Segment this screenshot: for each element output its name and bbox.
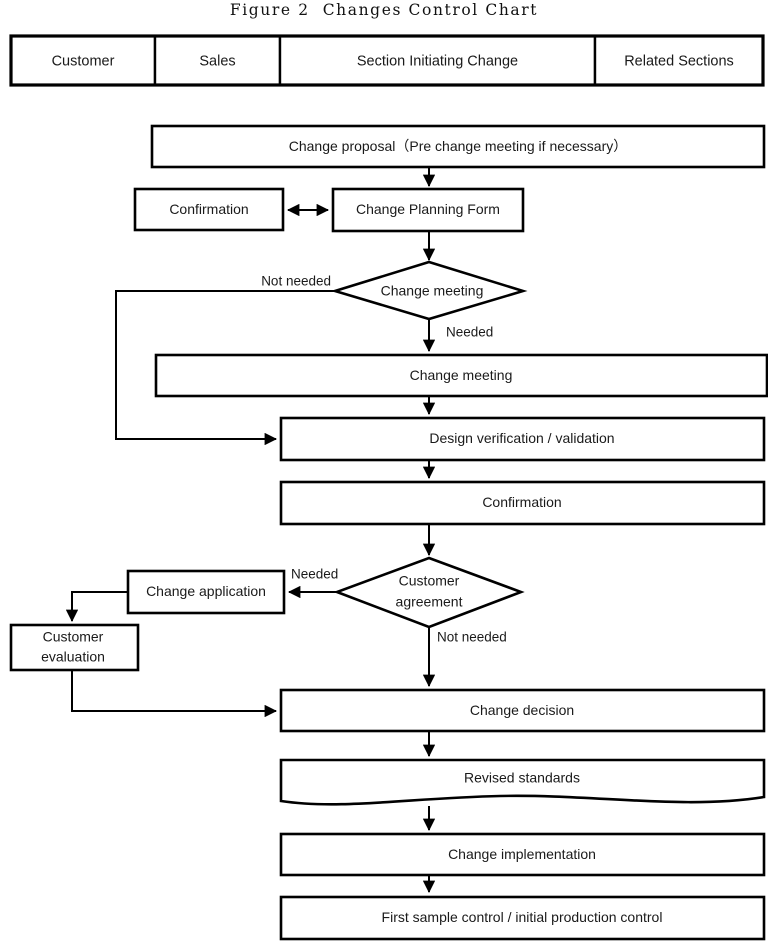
- node-revised-standards[interactable]: Revised standards: [279, 758, 766, 806]
- connector-layer: [65, 167, 436, 893]
- node-customer-evaluation-label-line1: Customer: [43, 629, 104, 645]
- node-change-proposal-label: Change proposal（Pre change meeting if ne…: [289, 138, 628, 154]
- node-change-decision[interactable]: Change decision: [279, 688, 766, 733]
- node-change-implementation-label: Change implementation: [448, 846, 596, 862]
- edge-label-layer: Not needed Needed Needed Not needed: [261, 274, 507, 645]
- header-label-sales: Sales: [199, 53, 235, 69]
- edge-label-not-needed-agreement: Not needed: [437, 630, 507, 645]
- header-cell-sales: [153, 34, 282, 87]
- edge-label-not-needed-meeting: Not needed: [261, 274, 331, 289]
- node-change-planning-form-label: Change Planning Form: [356, 201, 500, 217]
- header-label-customer: Customer: [52, 53, 115, 69]
- node-change-application[interactable]: Change application: [126, 569, 286, 615]
- figure-title: Figure 2 Changes Control Chart: [229, 1, 539, 19]
- node-customer-evaluation[interactable]: Customer evaluation: [9, 623, 140, 672]
- header-label-section-initiating-change: Section Initiating Change: [357, 53, 518, 69]
- node-change-meeting-label: Change meeting: [410, 367, 513, 383]
- node-change-planning-form[interactable]: Change Planning Form: [331, 187, 525, 233]
- node-first-sample-control[interactable]: First sample control / initial productio…: [279, 895, 766, 941]
- node-decision-change-meeting-label: Change meeting: [381, 283, 484, 299]
- node-confirmation-mid-label: Confirmation: [482, 494, 561, 510]
- edge-label-needed-meeting: Needed: [446, 325, 493, 340]
- connector-not-needed-loop-to-design-verification: [115, 290, 335, 446]
- node-revised-standards-label: Revised standards: [464, 770, 580, 786]
- header-cell-section-initiating-change: [278, 34, 597, 87]
- node-confirmation-top[interactable]: Confirmation: [133, 187, 285, 232]
- node-decision-customer-agreement-label-line1: Customer: [399, 573, 460, 589]
- node-design-verification-label: Design verification / validation: [429, 430, 614, 446]
- node-customer-evaluation-label-line2: evaluation: [41, 649, 105, 665]
- header-outer-border: [9, 34, 765, 87]
- node-decision-customer-agreement[interactable]: Customer agreement: [333, 556, 525, 629]
- node-decision-change-meeting[interactable]: Change meeting: [330, 260, 528, 321]
- node-design-verification[interactable]: Design verification / validation: [279, 416, 766, 462]
- node-change-decision-label: Change decision: [470, 702, 574, 718]
- node-change-meeting[interactable]: Change meeting: [154, 353, 768, 398]
- node-first-sample-control-label: First sample control / initial productio…: [382, 909, 663, 925]
- connector-change-application-to-customer-evaluation: [65, 591, 128, 622]
- node-confirmation-mid[interactable]: Confirmation: [279, 480, 766, 526]
- connector-customer-evaluation-to-change-decision: [71, 670, 277, 718]
- header-label-related-sections: Related Sections: [624, 53, 734, 69]
- node-change-proposal[interactable]: Change proposal（Pre change meeting if ne…: [150, 124, 766, 169]
- edge-label-needed-agreement: Needed: [291, 567, 338, 582]
- node-change-application-label: Change application: [146, 583, 266, 599]
- node-change-implementation[interactable]: Change implementation: [279, 832, 766, 877]
- swimlane-header: Customer Sales Section Initiating Change…: [9, 34, 765, 87]
- node-decision-customer-agreement-label-line2: agreement: [396, 594, 463, 610]
- node-confirmation-top-label: Confirmation: [169, 201, 248, 217]
